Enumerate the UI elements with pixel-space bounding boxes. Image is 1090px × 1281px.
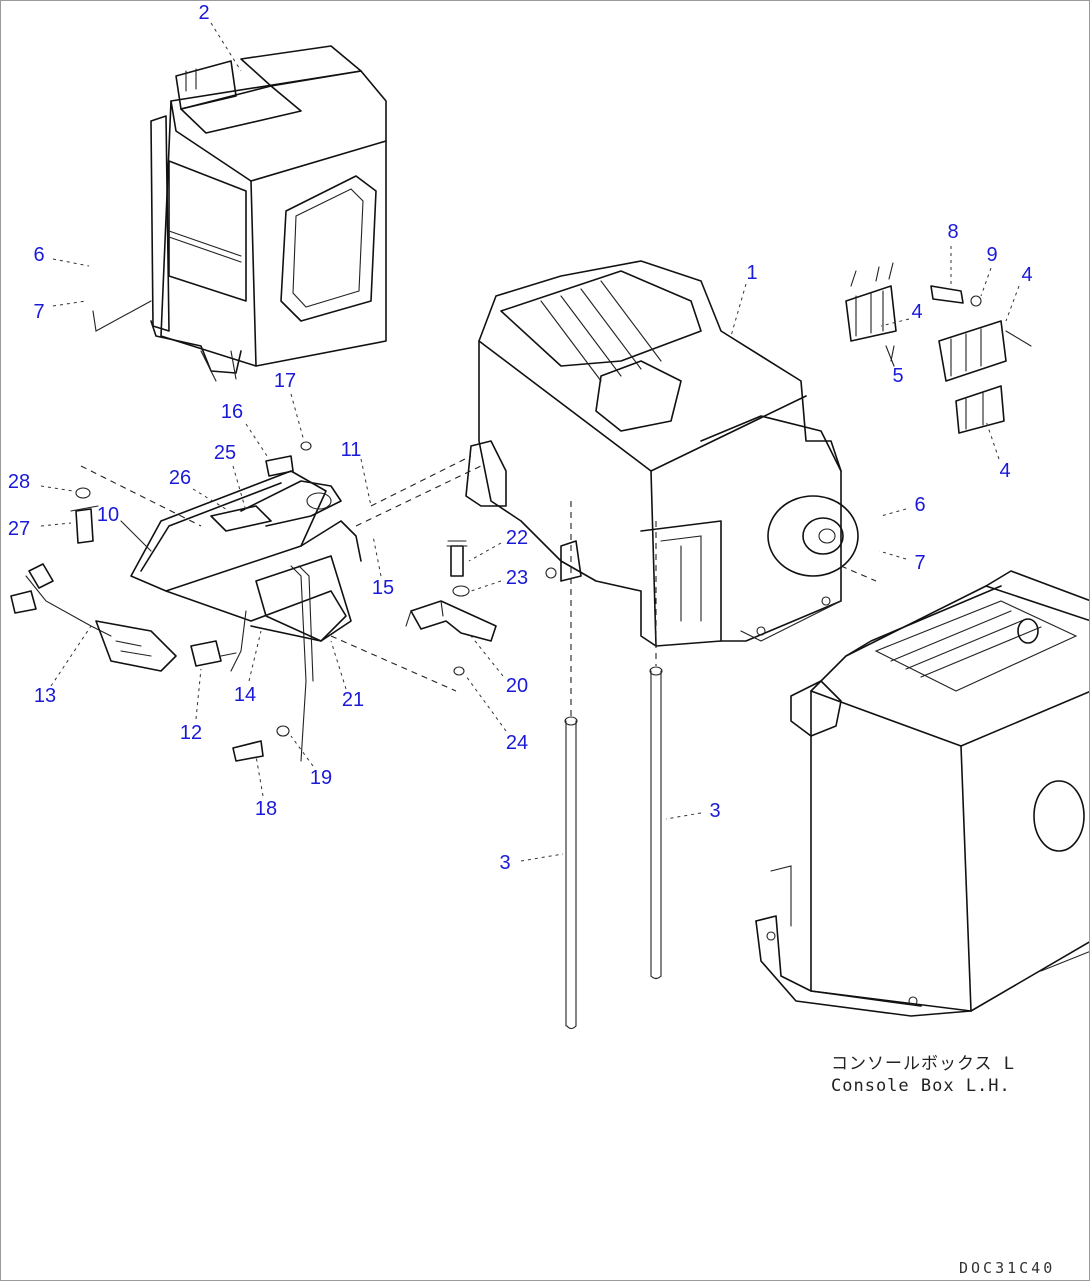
filter-box-drawing	[150, 45, 387, 382]
relays-drawing	[845, 262, 1032, 434]
part-label-p20: 20	[505, 675, 529, 697]
part-label-p6b: 6	[914, 494, 926, 516]
part-label-p13: 13	[33, 685, 57, 707]
part-label-p2: 2	[198, 2, 210, 24]
part-label-p14: 14	[233, 684, 257, 706]
part-label-p27: 27	[7, 518, 31, 540]
part-label-p25: 25	[213, 442, 237, 464]
part-label-p3a: 3	[709, 800, 721, 822]
part-label-p10: 10	[96, 504, 120, 526]
part-label-p7a: 7	[33, 301, 45, 323]
part-label-p5: 5	[892, 365, 904, 387]
note-english: Console Box L.H.	[831, 1076, 1011, 1096]
note-japanese: コンソールボックス L	[831, 1054, 1015, 1074]
part-label-p4c: 4	[999, 460, 1011, 482]
leader-lines	[40, 22, 1020, 862]
console-box-note: コンソールボックス L Console Box L.H.	[831, 1053, 1015, 1097]
part-label-p23: 23	[505, 567, 529, 589]
part-label-p7b: 7	[914, 552, 926, 574]
part-label-p4a: 4	[1021, 264, 1033, 286]
part-label-p17: 17	[273, 370, 297, 392]
part-label-p18: 18	[254, 798, 278, 820]
part-label-p15: 15	[371, 577, 395, 599]
part-label-p12: 12	[179, 722, 203, 744]
console-box-drawing	[755, 570, 1089, 1017]
part-label-p6a: 6	[33, 244, 45, 266]
part-label-p1: 1	[746, 262, 758, 284]
bracket-harness-drawing	[10, 441, 497, 762]
drawing-code: DOC31C40	[959, 1259, 1056, 1277]
part-label-p11: 11	[340, 439, 362, 461]
part-label-p19: 19	[309, 767, 333, 789]
drain-hoses-drawing	[564, 501, 663, 1030]
part-label-p3b: 3	[499, 852, 511, 874]
part-label-p8: 8	[947, 221, 959, 243]
air-conditioner-unit-drawing	[465, 260, 859, 647]
part-label-p26: 26	[168, 467, 192, 489]
part-label-p28: 28	[7, 471, 31, 493]
part-label-p24: 24	[505, 732, 529, 754]
part-label-p4b: 4	[911, 301, 923, 323]
part-label-p16: 16	[220, 401, 244, 423]
part-label-p22: 22	[505, 527, 529, 549]
part-label-p9: 9	[986, 244, 998, 266]
part-label-p21: 21	[341, 689, 365, 711]
